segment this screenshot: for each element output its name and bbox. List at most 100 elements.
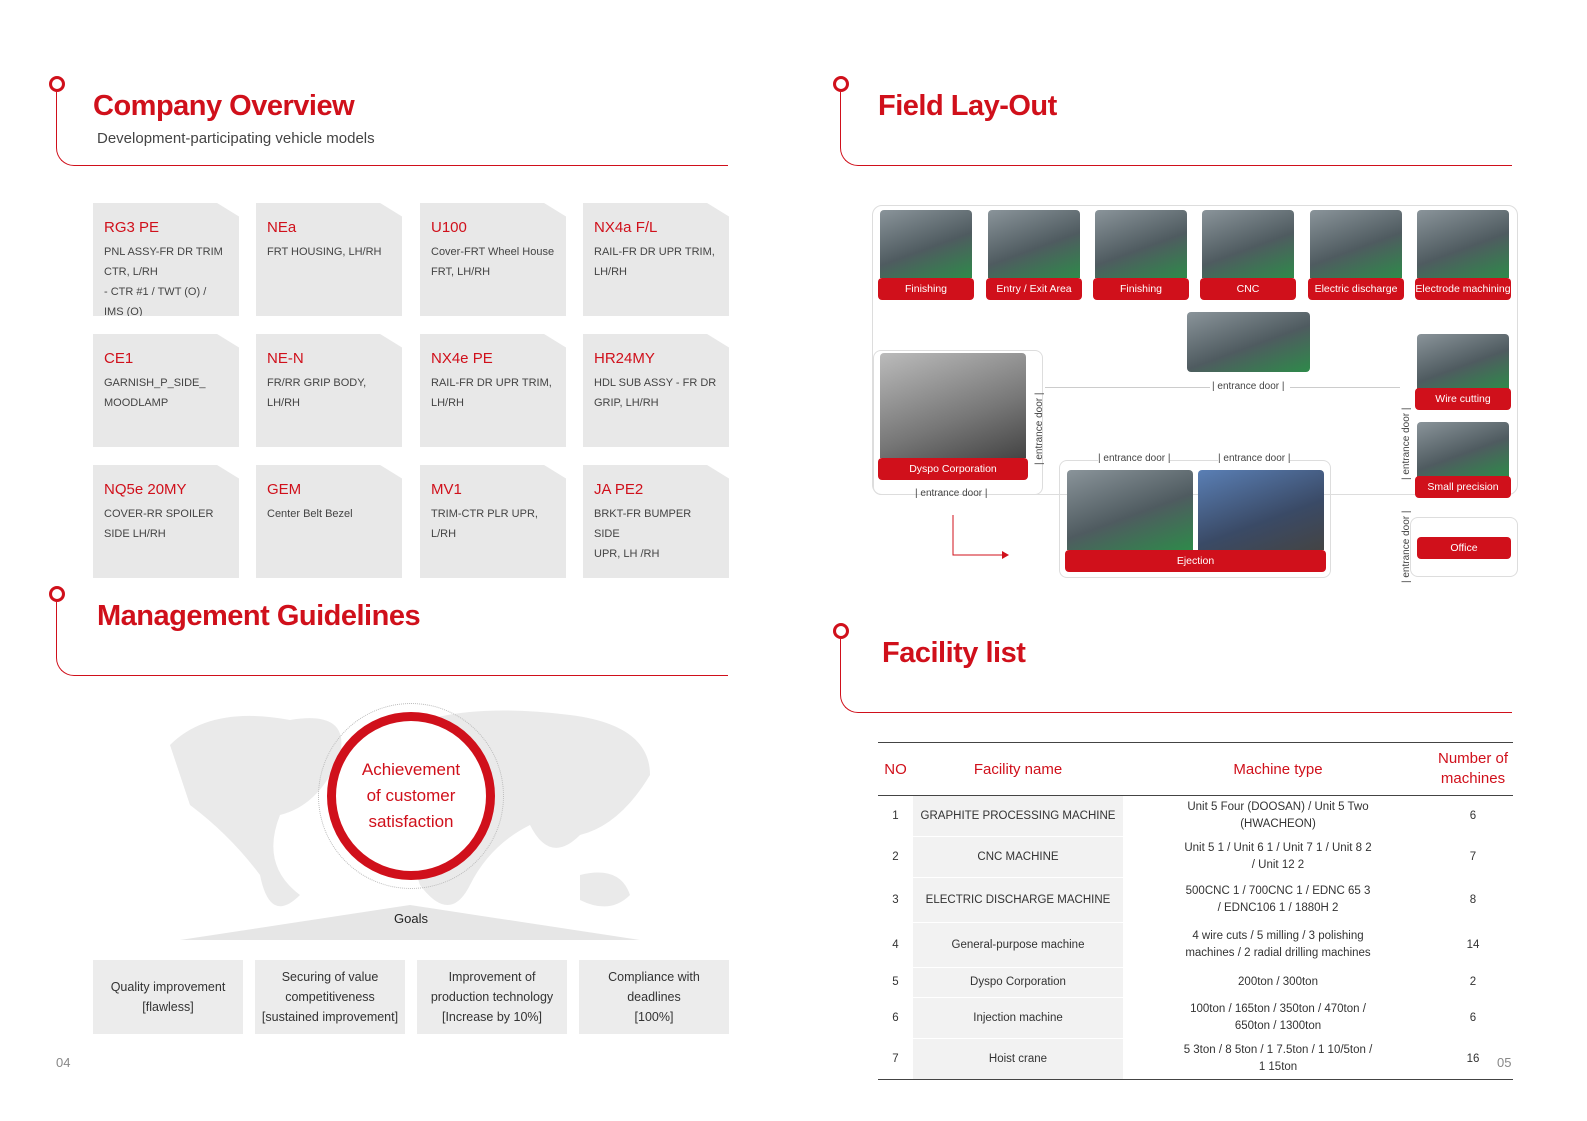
model-name: NE-N [267,350,304,367]
model-name: CE1 [104,350,134,367]
layout-frame [1410,517,1518,577]
model-desc: FRT HOUSING, LH/RH [267,246,382,258]
center-line: satisfaction [368,812,454,831]
layout-line [1045,387,1210,388]
office-label: Office [1417,537,1511,559]
area-label: Electrode machining [1415,278,1511,300]
goal-text: [Increase by 10%] [441,1010,543,1024]
table-cell: CNC MACHINE [913,836,1123,878]
table-cell: ELECTRIC DISCHARGE MACHINE [913,877,1123,923]
center-line: of customer [366,786,456,805]
customer-satisfaction-circle: Achievement of customer satisfaction [327,712,495,880]
goal-text: competitiveness [285,990,375,1004]
model-desc: BRKT-FR BUMPER SIDE [594,508,692,540]
entrance-door-label: | entrance door | [1218,453,1291,464]
area-photo [1202,210,1294,278]
layout-frame [1059,460,1331,578]
header-no: NO [878,742,913,796]
divider [56,602,728,676]
goal-text: [sustained improvement] [261,1010,399,1024]
page-number: 04 [56,1055,71,1070]
goal-text: Quality improvement [110,980,226,994]
model-desc: MOODLAMP [104,397,169,409]
table-cell: Injection machine [913,997,1123,1039]
table-cell: 8 [1433,877,1513,923]
area-label: CNC [1200,278,1296,300]
table-cell: 500CNC 1 / 700CNC 1 / EDNC 65 3 / EDNC10… [1123,877,1433,923]
company-overview-title: Company Overview [93,90,355,122]
model-name: HR24MY [594,350,655,367]
table-cell: Unit 5 Four (DOOSAN) / Unit 5 Two (HWACH… [1123,795,1433,837]
model-desc: RAIL-FR DR UPR TRIM, [594,246,715,258]
goal-text: production technology [430,990,554,1004]
model-name: NX4e PE [431,350,493,367]
model-desc: Cover-FRT Wheel House [431,246,555,258]
field-layout-title: Field Lay-Out [878,90,1057,122]
table-cell: 3 [878,877,913,923]
table-cell: 7 [878,1038,913,1080]
model-desc: Center Belt Bezel [267,508,353,520]
table-cell: Hoist crane [913,1038,1123,1080]
goal-box: Quality improvement[flawless] [93,960,243,1034]
table-cell: Dyspo Corporation [913,967,1123,998]
model-name: U100 [431,219,467,236]
wire-cutting-label: Wire cutting [1415,388,1511,410]
entrance-door-label: | entrance door | [1034,392,1045,465]
ejection-photo [1198,470,1324,550]
area-label: Entry / Exit Area [986,278,1082,300]
goal-text: deadlines [627,990,681,1004]
table-cell: General-purpose machine [913,922,1123,968]
model-desc: RAIL-FR DR UPR TRIM, [431,377,552,389]
ejection-label: Ejection [1065,550,1326,572]
table-cell: 4 [878,922,913,968]
model-desc: UPR, LH /RH [594,548,660,560]
model-desc: GARNISH_P_SIDE_ [104,377,206,389]
table-cell: 2 [1433,967,1513,998]
management-title: Management Guidelines [97,600,421,632]
divider [840,92,1512,166]
section-marker-icon [833,623,849,639]
ejection-photo [1067,470,1193,550]
dyspo-photo [880,353,1026,458]
area-label: Finishing [1093,278,1189,300]
divider [840,639,1512,713]
table-cell: 2 [878,836,913,878]
header-facility-name: Facility name [913,742,1123,796]
table-cell: 5 3ton / 8 5ton / 1 7.5ton / 1 10/5ton /… [1123,1038,1433,1080]
model-desc: FR/RR GRIP BODY, [267,377,367,389]
model-desc: PNL ASSY-FR DR TRIM [104,246,223,258]
goal-box: Improvement of production technology [Incr… [417,960,567,1034]
arrow-icon [952,515,1009,559]
dyspo-label: Dyspo Corporation [878,458,1028,480]
company-overview-subtitle: Development-participating vehicle models [97,130,375,147]
table-cell: Unit 5 1 / Unit 6 1 / Unit 7 1 / Unit 8 … [1123,836,1433,878]
header-count: Number of machines [1433,742,1513,796]
model-desc: LH/RH [594,266,628,278]
model-name: MV1 [431,481,462,498]
model-desc: TRIM-CTR PLR UPR, [431,508,538,520]
table-cell: 1 [878,795,913,837]
model-desc: COVER-RR SPOILER [104,508,214,520]
layout-line [1290,387,1400,388]
page-number: 05 [1497,1055,1512,1070]
goals-label: Goals [394,911,428,926]
header-machine-type: Machine type [1123,742,1433,796]
layout-frame [872,205,1518,495]
goal-text: Improvement of [448,970,536,984]
facility-table: NO Facility name Machine type Number of … [878,742,1513,1080]
area-photo [1095,210,1187,278]
